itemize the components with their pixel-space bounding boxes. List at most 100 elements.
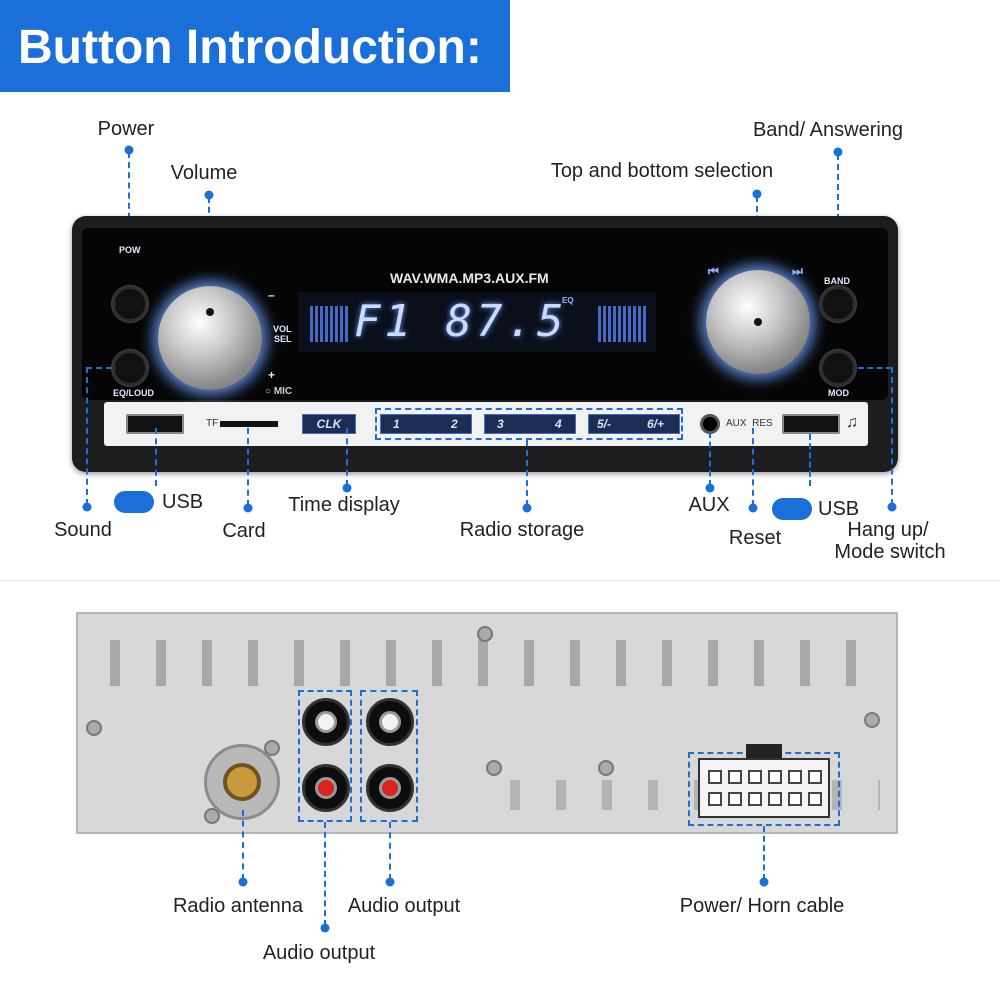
leader-line-hangup	[891, 367, 893, 505]
pin	[728, 792, 742, 806]
music-icon: ♫	[846, 414, 858, 431]
label-power: Power	[97, 118, 155, 140]
leader-dot-reset	[748, 503, 758, 513]
preset-4-label: 4	[555, 417, 562, 431]
leader-dot-audio-output-2	[320, 923, 330, 933]
power-horn-connector	[698, 758, 830, 818]
preset-6-label: 6/+	[647, 417, 665, 431]
screw-left	[86, 720, 102, 736]
audio-output-box-right	[360, 690, 418, 822]
screw-center-right	[598, 760, 614, 776]
format-label: WAV.WMA.MP3.AUX.FM	[390, 270, 549, 286]
screw-top	[477, 626, 493, 642]
leader-dot-volume	[204, 190, 214, 200]
pow-label: POW	[119, 245, 141, 255]
leader-dot-top-bottom	[752, 189, 762, 199]
leader-line-power-horn	[763, 826, 765, 880]
prev-icon: ⏮	[708, 264, 719, 278]
leader-line-aux	[709, 432, 711, 486]
pin	[708, 792, 722, 806]
aux-jack[interactable]	[700, 414, 720, 434]
mod-label: MOD	[828, 388, 849, 398]
rca-red-right	[366, 764, 414, 812]
screw-antenna-right	[264, 740, 280, 756]
eq-loud-button[interactable]	[112, 350, 148, 386]
leader-line-reset	[752, 428, 754, 506]
screw-antenna-left	[204, 808, 220, 824]
pin	[708, 770, 722, 784]
leader-dot-sound	[82, 502, 92, 512]
rca-white-right	[366, 698, 414, 746]
band-label: BAND	[824, 276, 850, 286]
sel-label: SEL	[274, 334, 292, 344]
vol-minus: –	[268, 288, 275, 302]
screw-center	[486, 760, 502, 776]
tf-card-slot[interactable]	[220, 421, 278, 427]
preset-5-label: 5/-	[597, 417, 612, 431]
next-icon: ⏭	[792, 264, 803, 278]
label-hangup-line1: Hang up/	[847, 519, 929, 541]
preset-3-label: 3	[497, 417, 504, 431]
label-reset: Reset	[728, 527, 782, 549]
preset-button-5-6[interactable]: 5/- 6/+	[588, 414, 680, 434]
audio-output-box-left	[298, 690, 352, 822]
rca-white-left-core	[315, 711, 337, 733]
band-button[interactable]	[820, 286, 856, 322]
power-button[interactable]	[112, 286, 148, 322]
tuning-knob-marker	[754, 318, 762, 326]
pin	[788, 770, 802, 784]
pin	[808, 770, 822, 784]
leader-dot-radio-storage	[522, 503, 532, 513]
leader-dot-power-horn	[759, 877, 769, 887]
connector-latch	[746, 744, 782, 760]
radio-antenna-socket	[204, 744, 280, 820]
usb-right-icon	[772, 498, 812, 520]
vent-slots-top	[110, 640, 880, 686]
leader-dot-band	[833, 147, 843, 157]
display-frequency: F1 87.5	[354, 296, 568, 347]
leader-line-card	[247, 428, 249, 506]
leader-dot-power	[124, 145, 134, 155]
eq-loud-label: EQ/LOUD	[113, 388, 155, 398]
volume-knob[interactable]	[158, 286, 262, 390]
leader-line-audio-output-1	[389, 822, 391, 880]
leader-hline-sound	[86, 367, 112, 369]
rca-red-left	[302, 764, 350, 812]
usb-left-icon	[114, 491, 154, 513]
label-hangup-line2: Mode switch	[834, 541, 946, 563]
eq-indicator: EQ	[562, 296, 574, 305]
label-power-horn-cable: Power/ Horn cable	[679, 895, 845, 917]
leader-line-clk	[346, 428, 348, 486]
pin	[748, 792, 762, 806]
leader-line-radio-storage	[526, 440, 528, 506]
pin	[768, 770, 782, 784]
section-divider	[0, 580, 1000, 581]
leader-dot-hangup	[887, 502, 897, 512]
label-band-answering: Band/ Answering	[752, 119, 904, 141]
volume-knob-marker	[206, 308, 214, 316]
pin	[768, 792, 782, 806]
label-sound: Sound	[54, 519, 112, 541]
leader-line-band	[837, 154, 839, 250]
screw-right	[864, 712, 880, 728]
leader-dot-antenna	[238, 877, 248, 887]
antenna-core	[223, 763, 261, 801]
leader-dot-aux	[705, 483, 715, 493]
mod-button[interactable]	[820, 350, 856, 386]
rca-white-left	[302, 698, 350, 746]
label-aux: AUX	[688, 494, 730, 516]
leader-line-antenna	[242, 810, 244, 880]
pin	[728, 770, 742, 784]
rca-white-right-core	[379, 711, 401, 733]
preset-2-label: 2	[451, 417, 458, 431]
clk-button[interactable]: CLK	[302, 414, 356, 434]
rca-red-left-core	[315, 777, 337, 799]
pin	[808, 792, 822, 806]
usb-port-right[interactable]	[782, 414, 840, 434]
pin	[788, 792, 802, 806]
preset-1-label: 1	[393, 417, 400, 431]
leader-dot-audio-output-1	[385, 877, 395, 887]
vol-plus: +	[268, 368, 276, 382]
